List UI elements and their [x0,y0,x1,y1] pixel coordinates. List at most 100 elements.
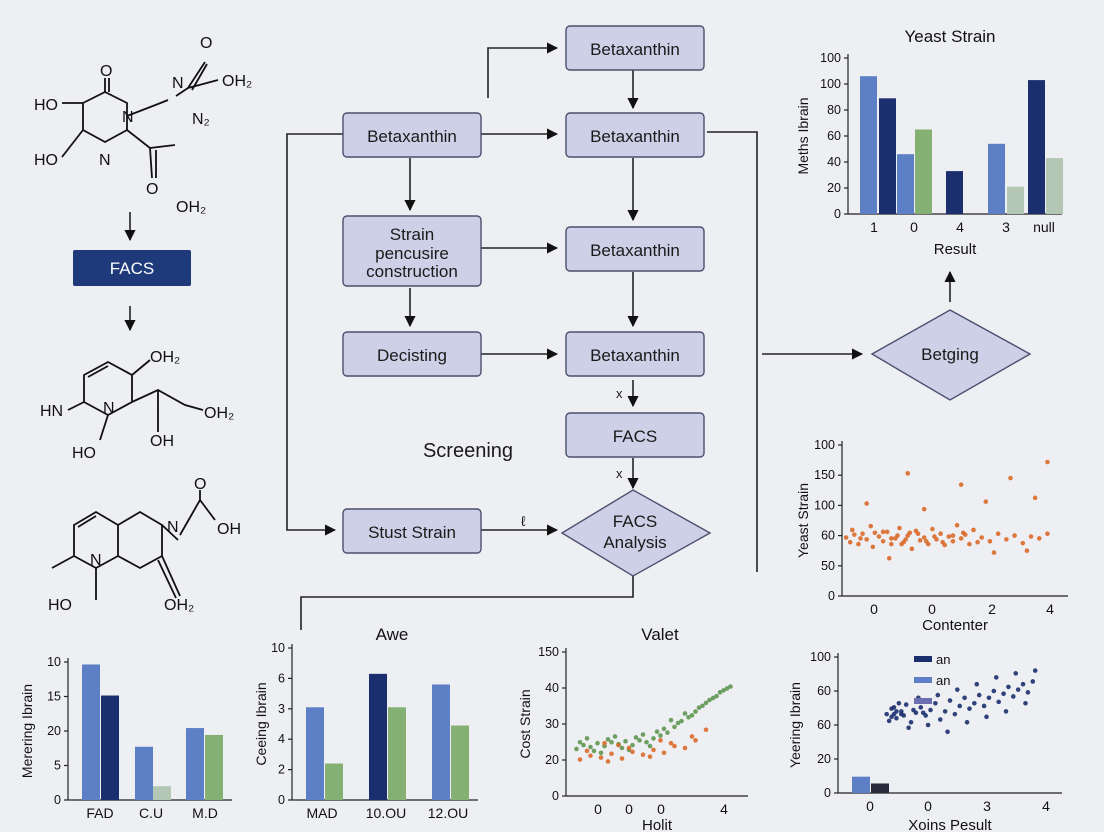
decisting-box[interactable] [342,331,482,377]
scatter-point [880,538,886,544]
bar [369,673,387,800]
scatter-point [672,724,677,730]
bar [897,154,914,214]
scatter-point [633,735,639,740]
scatter-point [894,709,899,714]
scatter-point [986,695,992,701]
scatter-point [584,748,590,754]
scatter-point [1023,700,1028,706]
betging-diamond[interactable] [870,309,1032,401]
bar [135,746,153,800]
molecule-2-oh2-top: OH₂ [150,349,180,366]
scatter-point [991,688,997,694]
x-tick-label: 1 [870,219,878,235]
molecule-2-oh: OH [150,433,174,450]
scatter-point [860,531,865,537]
scatter-point [1028,534,1034,539]
y-tick-label: 15 [47,690,61,704]
y-tick-label: 0 [828,589,835,603]
bar [101,695,119,800]
scatter-point [918,705,924,710]
scatter-point [889,536,894,541]
bar [860,76,877,214]
scatter-point [630,742,635,748]
chart-title: Awe [376,625,409,644]
bar [432,684,450,800]
y-tick-label: 0 [552,789,559,803]
x-tick-label: 12.OU [428,805,468,821]
facs-analysis-diamond[interactable] [560,489,712,577]
y-tick-label: 4 [278,732,285,746]
scatter-point [886,555,892,561]
scatter-point [928,707,933,713]
scatter-point [960,530,966,536]
scatter-point [908,719,914,725]
scatter-point [906,725,911,731]
scatter-point [661,726,667,732]
scatter-point [665,730,670,735]
legend-swatch [914,677,932,683]
betaxanthin-left-box[interactable] [342,112,482,158]
scatter-point [911,707,916,713]
molecule-3-oh: OH [217,521,241,538]
scatter-point [710,695,716,701]
scatter-point [955,687,960,692]
scatter-point [577,757,583,762]
strain-construction-box[interactable] [342,215,482,287]
molecule-1-o-top: O [100,63,112,80]
bar [915,129,932,214]
betaxanthin-b3-box[interactable] [565,331,705,377]
y-tick-label: 20 [545,753,559,767]
scatter-point [1025,690,1031,695]
x-tick-label: C.U [139,805,163,821]
left-facs-box[interactable] [73,250,191,286]
bar [852,776,870,793]
y-tick-label: 30 [545,717,559,731]
scatter-point [724,686,730,691]
betaxanthin-b1-box[interactable] [565,112,705,158]
scatter-point [967,706,972,711]
connector-bottom [300,576,634,630]
top-betaxanthin-box[interactable] [565,25,705,71]
scatter-point [915,531,921,537]
scatter-point [1030,679,1036,684]
x-tick-label: FAD [86,805,113,821]
facs-box[interactable] [565,412,705,458]
bar [1028,80,1045,214]
scatter-point [574,746,579,752]
scatter-point [682,745,688,751]
bar [871,783,889,793]
scatter-point [588,744,593,750]
y-axis-label: Meths Ibrain [795,97,811,174]
x-mark-1: x [616,386,623,401]
scatter-point [612,734,618,739]
scatter-point [686,714,691,720]
scatter-point [1015,687,1021,692]
molecule-2-bonds [67,359,204,441]
scatter-point [1020,540,1026,546]
legend-label: an [936,652,950,667]
molecule-2-hn: HN [40,403,63,420]
scatter-point [954,522,960,528]
scatter-point [993,675,999,680]
y-tick-label: 100 [814,438,835,452]
scatter-point [964,719,970,725]
scatter-point [864,537,869,542]
scatter-point [905,471,911,476]
molecule-1-ring [82,90,128,144]
molecule-3-ring-b [117,510,163,570]
molecule-1: O HO HO N N N O OH₂ N₂ O OH₂ [34,35,252,216]
scatter-point [899,711,904,717]
scatter-point [876,534,882,539]
molecule-3-n-side: N [167,519,179,536]
x-tick-label: 0 [594,801,602,817]
decisting-label: Decisting [377,346,447,365]
stust-strain-box[interactable] [342,508,482,554]
scatter-point [1011,694,1016,699]
betaxanthin-b2-box[interactable] [565,226,705,272]
scatter-point [661,750,667,756]
scatter-point [921,535,927,540]
scatter-point [950,533,956,538]
scatter-point [886,718,892,724]
